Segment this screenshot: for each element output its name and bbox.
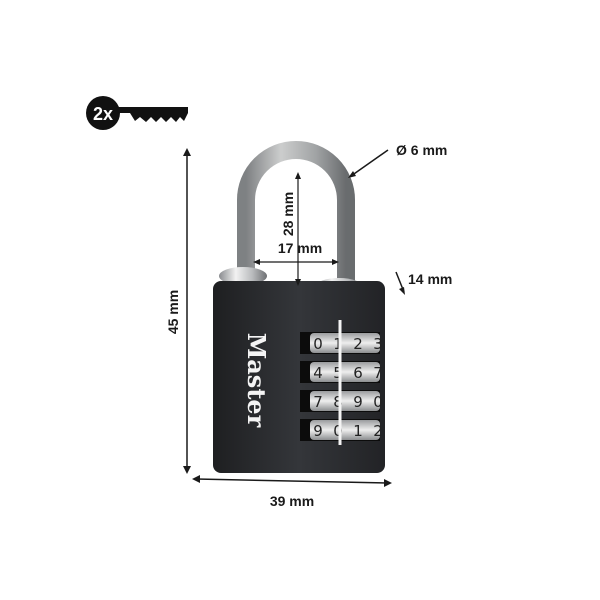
dial-digit: 7 — [373, 364, 383, 382]
dial-digit: 4 — [313, 364, 323, 382]
dial-digit: 6 — [353, 364, 363, 382]
clearance-label: 28 mm — [280, 192, 296, 236]
dial-wheel[interactable] — [310, 391, 380, 411]
dial-digit: 9 — [313, 422, 323, 440]
key-count-badge: 2x — [86, 96, 188, 130]
dial-digit: 2 — [373, 422, 383, 440]
dial-wheel[interactable] — [310, 362, 380, 382]
dial-digit: 2 — [353, 335, 363, 353]
badge-circle — [86, 96, 120, 130]
dial-wheel[interactable] — [310, 333, 380, 353]
diameter-label: Ø 6 mm — [396, 142, 447, 158]
height-label: 45 mm — [165, 290, 181, 334]
inner-width-label: 17 mm — [278, 240, 322, 256]
inner-width-dimension — [253, 259, 339, 265]
width-dimension — [192, 475, 392, 487]
dial-digit: 9 — [353, 393, 363, 411]
depth-label: 14 mm — [408, 271, 452, 287]
dial-digit: 8 — [333, 393, 343, 411]
dial-digit: 7 — [313, 393, 323, 411]
dial-digit: 1 — [353, 422, 363, 440]
key-icon — [118, 107, 188, 122]
dial-digit: 3 — [373, 335, 383, 353]
dial-digit: 0 — [313, 335, 323, 353]
dial-digit: 0 — [333, 422, 343, 440]
dial-digit: 1 — [333, 335, 343, 353]
key-count-text: 2x — [93, 104, 113, 124]
dial-digit: 5 — [333, 364, 343, 382]
clearance-dimension — [295, 172, 301, 286]
dial-digit: 0 — [373, 393, 383, 411]
diameter-dimension — [348, 149, 389, 178]
brand-logo: Master — [242, 333, 271, 428]
depth-dimension — [395, 271, 405, 295]
width-label: 39 mm — [270, 493, 314, 509]
height-dimension — [183, 148, 191, 474]
dial-wheel[interactable] — [310, 420, 380, 440]
